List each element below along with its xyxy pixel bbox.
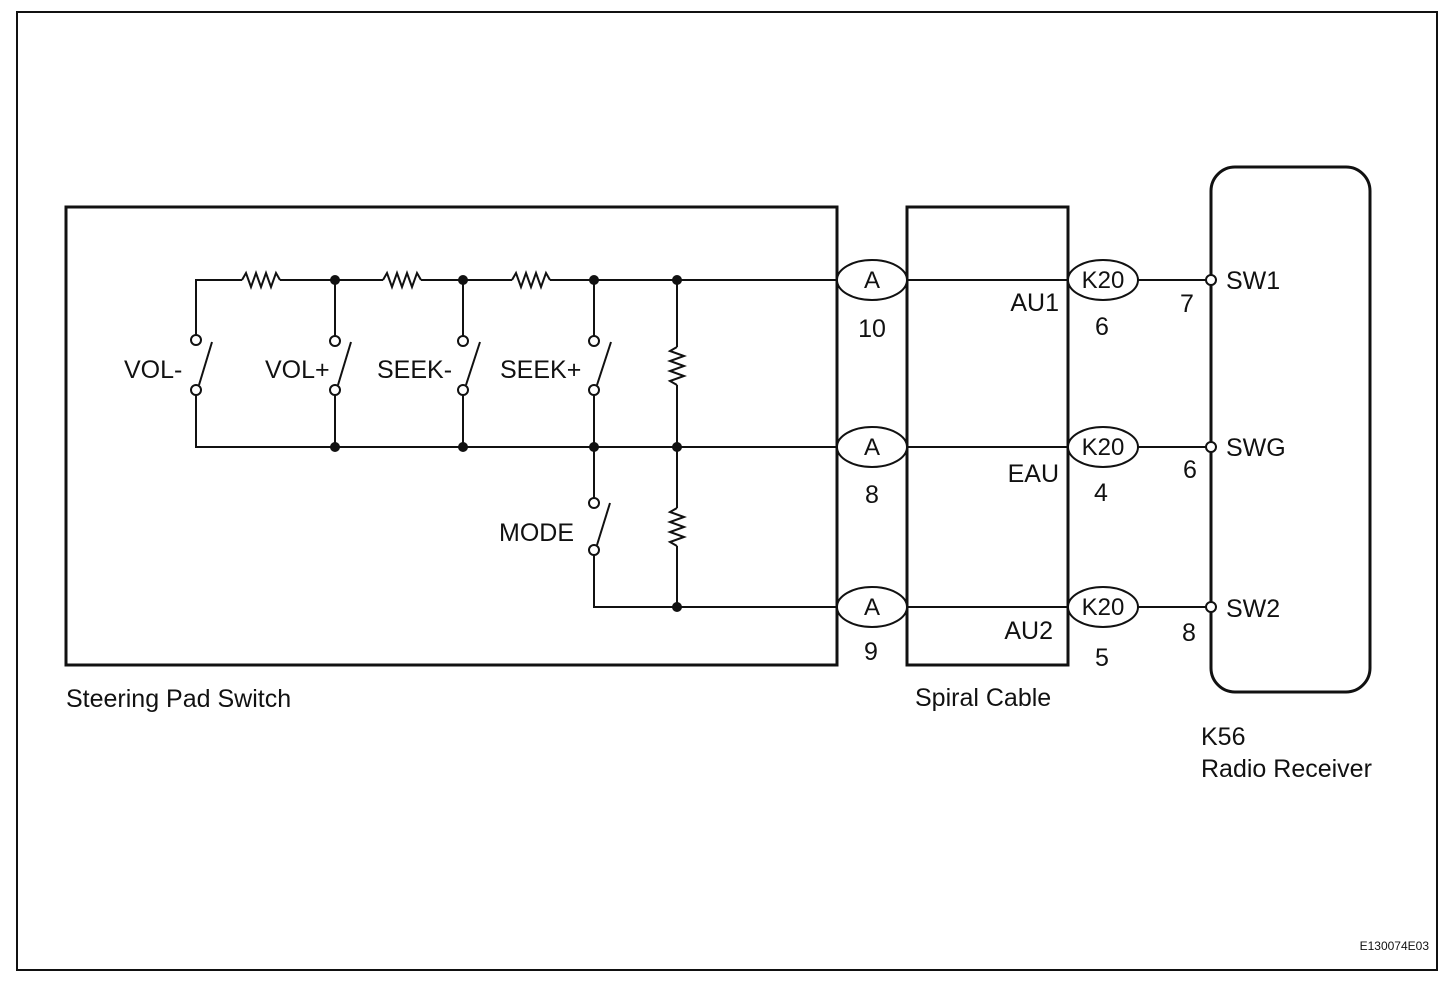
- switch-seek-minus: [457, 280, 481, 447]
- connector-k20-pin-bot: 5: [1095, 644, 1109, 672]
- label-mode: MODE: [499, 519, 574, 547]
- connector-a-mid-label: A: [864, 434, 880, 461]
- spiral-cable-wires: [907, 279, 1068, 608]
- connector-a-pin-mid: 8: [865, 481, 879, 509]
- outer-frame: [16, 11, 1438, 971]
- spiral-terminal-au2: AU2: [1004, 617, 1053, 645]
- resistor-vertical-upper: [667, 280, 687, 447]
- connector-a-bot-label: A: [864, 594, 880, 621]
- steering-pad-switch-box: [64, 205, 839, 667]
- connector-k20-mid-label: K20: [1082, 434, 1125, 461]
- connector-a-mid: A: [836, 426, 908, 468]
- radio-receiver-code: K56: [1201, 723, 1245, 751]
- resistor-vertical-lower: [667, 447, 687, 607]
- connector-k20-pin-top: 6: [1095, 313, 1109, 341]
- connector-a-bot: A: [836, 586, 908, 628]
- radio-receiver-title: Radio Receiver: [1201, 755, 1372, 783]
- spiral-cable-title: Spiral Cable: [915, 684, 1051, 712]
- connector-k20-top: K20: [1067, 259, 1139, 301]
- connector-a-pin-top: 10: [858, 315, 886, 343]
- connector-a-top: A: [836, 259, 908, 301]
- connector-a-top-label: A: [864, 267, 880, 294]
- switch-vol-plus: [329, 280, 352, 447]
- radio-pin-bot: 8: [1182, 619, 1196, 647]
- switch-vol-minus: [190, 334, 213, 396]
- switch-seek-plus: [588, 280, 612, 447]
- connector-k20-bot: K20: [1067, 586, 1139, 628]
- radio-pin-mid: 6: [1183, 456, 1197, 484]
- label-seek-plus: SEEK+: [500, 356, 581, 384]
- radio-terminal-sw2: SW2: [1226, 595, 1280, 623]
- connector-k20-mid: K20: [1067, 426, 1139, 468]
- radio-terminal-sw1: SW1: [1226, 267, 1280, 295]
- label-vol-plus: VOL+: [265, 356, 330, 384]
- label-vol-minus: VOL-: [124, 356, 182, 384]
- switch-mode: [588, 447, 611, 556]
- connector-k20-top-label: K20: [1082, 267, 1125, 294]
- radio-pin-top: 7: [1180, 290, 1194, 318]
- spiral-terminal-au1: AU1: [1010, 289, 1059, 317]
- label-seek-minus: SEEK-: [377, 356, 452, 384]
- connector-k20-bot-label: K20: [1082, 594, 1125, 621]
- spiral-cable-box: [905, 205, 1070, 667]
- radio-terminal-swg: SWG: [1226, 434, 1286, 462]
- spiral-terminal-eau: EAU: [1008, 460, 1059, 488]
- bottom-bus: [593, 554, 837, 608]
- junction-dots: [330, 275, 682, 612]
- connector-k20-pin-mid: 4: [1094, 479, 1108, 507]
- connector-a-pin-bot: 9: [864, 638, 878, 666]
- radio-wires: [1138, 274, 1217, 613]
- top-bus: [195, 270, 837, 340]
- radio-receiver-box: [1209, 165, 1372, 694]
- middle-bus: [195, 392, 837, 448]
- figure-code: E130074E03: [1360, 939, 1430, 953]
- steering-pad-switch-title: Steering Pad Switch: [66, 685, 291, 713]
